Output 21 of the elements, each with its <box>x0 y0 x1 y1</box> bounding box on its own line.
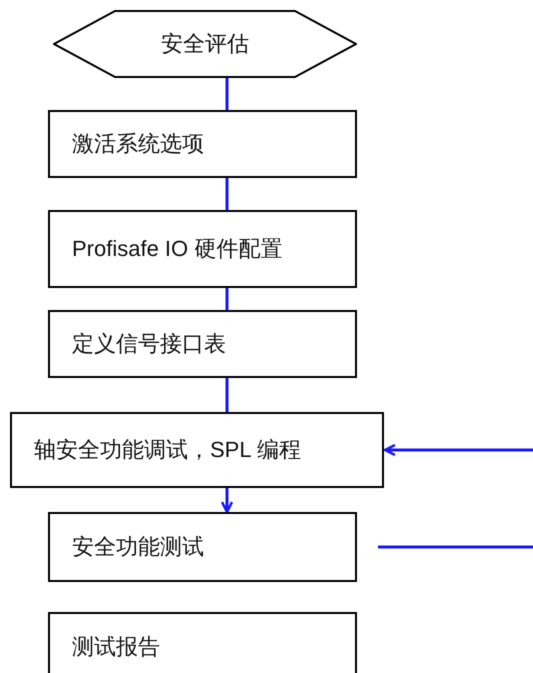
process-box <box>48 310 357 378</box>
step-label: 安全评估 <box>161 30 249 58</box>
step-label: 安全功能测试 <box>72 533 204 561</box>
process-box <box>48 110 357 178</box>
step-label: 定义信号接口表 <box>72 330 226 358</box>
arrow <box>384 444 533 456</box>
step-label: 轴安全功能调试，SPL 编程 <box>34 436 301 464</box>
arrow <box>220 488 234 514</box>
connector-line <box>226 78 228 110</box>
process-box <box>48 612 357 673</box>
connector-line <box>226 378 228 412</box>
process-box <box>48 512 357 582</box>
step-label: 激活系统选项 <box>72 130 204 158</box>
connector-line <box>226 288 228 310</box>
process-box <box>10 412 384 488</box>
process-box <box>48 210 357 288</box>
start-hexagon <box>53 10 357 78</box>
step-label: 测试报告 <box>72 633 160 661</box>
connector-line <box>378 546 533 548</box>
step-label: Profisafe IO 硬件配置 <box>72 235 282 263</box>
connector-line <box>226 178 228 210</box>
